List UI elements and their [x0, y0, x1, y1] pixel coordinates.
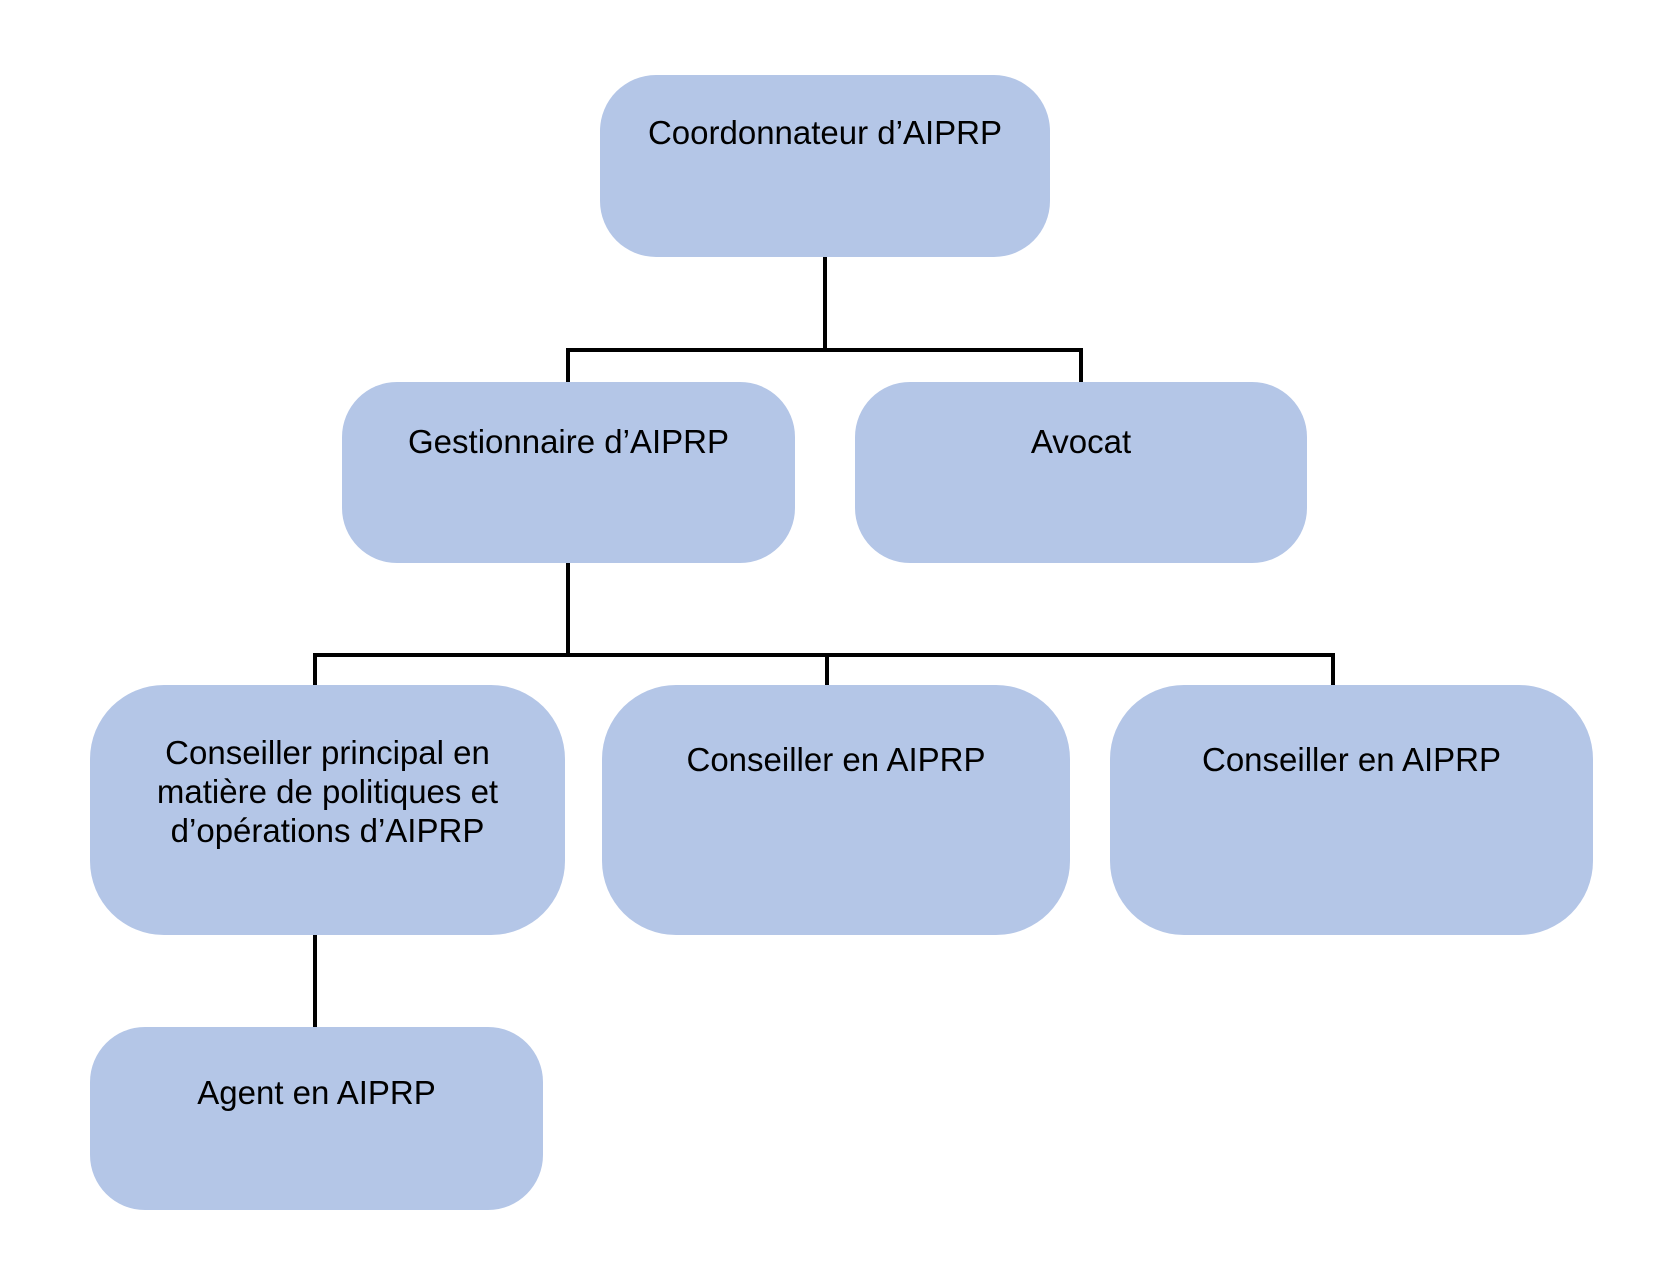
connector-drop-gestionnaire: [566, 348, 570, 382]
node-label: Avocat: [1030, 423, 1132, 460]
node-coordonnateur-aiprp: Coordonnateur d’AIPRP: [600, 75, 1050, 257]
node-label: Conseiller principal en matière de polit…: [156, 734, 499, 849]
node-label: Gestionnaire d’AIPRP: [408, 423, 729, 460]
node-avocat: Avocat: [855, 382, 1307, 563]
connector-drop-conseiller-1: [825, 653, 829, 685]
connector-root-down: [823, 257, 827, 351]
connector-gestionnaire-down: [566, 563, 570, 655]
connector-conseiller-principal-to-agent: [313, 935, 317, 1027]
connector-drop-conseiller-2: [1331, 653, 1335, 685]
connector-level3-horizontal: [313, 653, 1335, 657]
node-label: Conseiller en AIPRP: [1202, 741, 1501, 778]
node-label: Conseiller en AIPRP: [686, 741, 986, 778]
node-label: Agent en AIPRP: [197, 1074, 436, 1111]
node-gestionnaire-aiprp: Gestionnaire d’AIPRP: [342, 382, 795, 563]
node-conseiller-principal: Conseiller principal en matière de polit…: [90, 685, 565, 935]
connector-drop-conseiller-principal: [313, 653, 317, 685]
connector-level2-horizontal: [566, 348, 1083, 352]
node-agent-en-aiprp: Agent en AIPRP: [90, 1027, 543, 1210]
connector-drop-avocat: [1079, 348, 1083, 382]
node-conseiller-en-aiprp-2: Conseiller en AIPRP: [1110, 685, 1593, 935]
node-conseiller-en-aiprp-1: Conseiller en AIPRP: [602, 685, 1070, 935]
node-label: Coordonnateur d’AIPRP: [647, 114, 1003, 151]
